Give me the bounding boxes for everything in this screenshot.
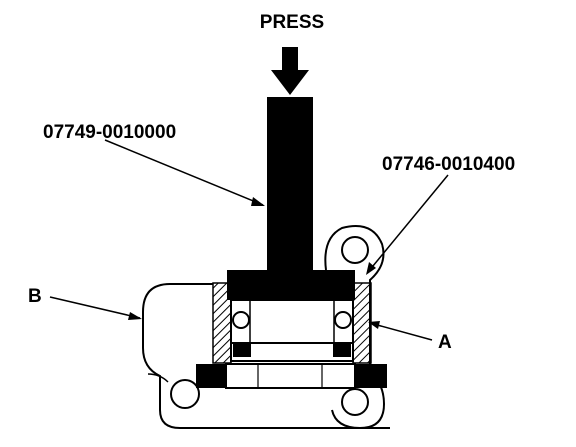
bearing-body — [230, 299, 354, 344]
leader-arrowhead-attachment — [366, 262, 376, 275]
driver-head — [227, 270, 355, 300]
housing-bolt-hole-lower-left — [170, 379, 200, 409]
press-arrow — [271, 47, 309, 95]
flange-center — [225, 363, 356, 389]
bearing-ball-left — [232, 311, 250, 329]
housing-left-arm — [142, 283, 213, 429]
outer-race-left — [212, 282, 232, 364]
leader-line-attachment — [367, 174, 449, 273]
label-attachment-part-number: 07746-0010400 — [382, 154, 515, 175]
flange-block-right — [355, 364, 387, 388]
leader-line-driver — [104, 139, 264, 206]
leader-arrowhead-b — [128, 312, 142, 320]
housing-bolt-hole-lower-right — [341, 388, 369, 416]
label-part-b: B — [28, 286, 42, 307]
outer-race-right — [352, 282, 372, 364]
flange-block-left — [196, 364, 226, 388]
leader-line-a — [369, 322, 433, 341]
label-driver-part-number: 07749-0010000 — [43, 122, 176, 143]
leader-arrowhead-a — [368, 321, 380, 329]
housing-bolt-hole-upper-right — [341, 236, 369, 264]
leader-arrowhead-driver — [251, 197, 265, 206]
driver-shaft — [267, 97, 313, 272]
bearing-foot-left — [233, 343, 251, 357]
press-label: PRESS — [260, 12, 324, 33]
housing-left-edge — [147, 373, 169, 383]
bearing-foot-right — [333, 343, 351, 357]
label-part-a: A — [438, 332, 452, 353]
bearing-ball-right — [334, 311, 352, 329]
leader-line-b — [49, 296, 141, 319]
